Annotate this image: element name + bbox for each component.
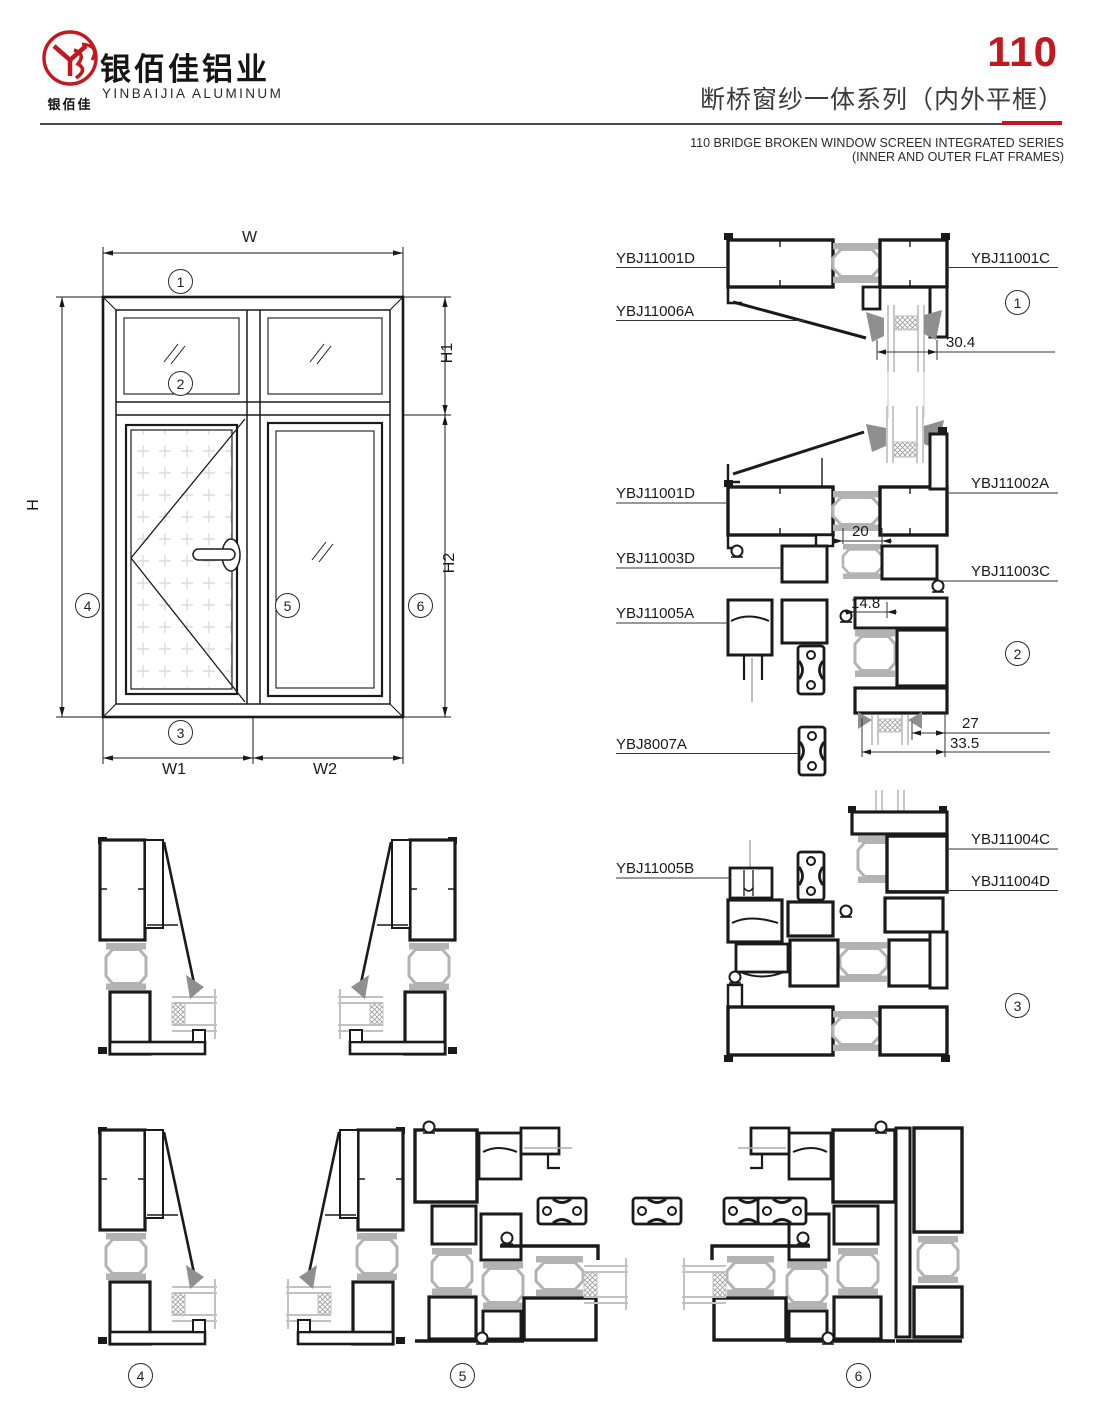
section-5-detail xyxy=(286,1122,683,1345)
part-label: YBJ11003C xyxy=(971,563,1050,580)
company-name-en: YINBAIJIA ALUMINUM xyxy=(102,86,284,101)
elevation-marker-5: 5 xyxy=(275,593,300,618)
part-label: YBJ11005A xyxy=(616,605,695,622)
section-marker-6: 6 xyxy=(846,1363,871,1388)
jamb-section-right xyxy=(338,837,457,1054)
dim-value: 30.4 xyxy=(946,334,976,351)
header-rule-accent xyxy=(1002,121,1062,125)
section-4-detail xyxy=(98,1127,217,1344)
dim-label-w: W xyxy=(242,229,258,246)
dim-value: 33.5 xyxy=(950,735,980,752)
section-2-detail xyxy=(724,406,1050,777)
series-title-cn: 断桥窗纱一体系列（内外平框） xyxy=(699,86,1064,114)
company-logo xyxy=(38,26,106,99)
window-elevation xyxy=(56,247,451,764)
dim-label-h: H xyxy=(24,499,42,511)
part-label: YBJ11005B xyxy=(616,860,695,877)
part-label: YBJ11001D xyxy=(616,485,695,502)
part-label: YBJ11004C xyxy=(971,831,1050,848)
series-subtitle-line2: (INNER AND OUTER FLAT FRAMES) xyxy=(851,149,1064,164)
dim-value: 27 xyxy=(962,715,979,732)
logo-monogram-icon xyxy=(42,30,98,86)
dim-label-w1: W1 xyxy=(162,761,186,778)
header-rule xyxy=(40,123,1062,125)
part-label: YBJ11001D xyxy=(616,250,695,267)
part-label: YBJ11003D xyxy=(616,550,695,567)
section-marker-2: 2 xyxy=(1005,641,1030,666)
section-1-detail xyxy=(724,233,1055,418)
part-label: YBJ11001C xyxy=(971,250,1050,267)
logo-caption: 银佰佳 xyxy=(47,97,93,112)
section-marker-5: 5 xyxy=(450,1363,475,1388)
elevation-marker-4: 4 xyxy=(75,593,100,618)
section-3-detail xyxy=(724,790,950,1062)
section-marker-1: 1 xyxy=(1005,290,1030,315)
elevation-marker-6: 6 xyxy=(408,593,433,618)
series-number: 110 xyxy=(987,28,1058,75)
dim-label-w2: W2 xyxy=(313,761,337,778)
dim-value: 14.8 xyxy=(851,595,881,612)
company-name-cn: 银佰佳铝业 xyxy=(100,52,270,87)
elevation-marker-1: 1 xyxy=(168,269,193,294)
dim-label-h1: H1 xyxy=(439,342,457,364)
dim-label-h2: H2 xyxy=(441,552,459,574)
elevation-marker-2: 2 xyxy=(168,371,193,396)
series-subtitle-en: 110 BRIDGE BROKEN WINDOW SCREEN INTEGRAT… xyxy=(690,136,1064,164)
section-6-detail xyxy=(682,1122,964,1345)
section-marker-3: 3 xyxy=(1005,993,1030,1018)
label-leader-lines xyxy=(616,266,1058,892)
part-label: YBJ8007A xyxy=(616,736,687,753)
jamb-section-left xyxy=(98,837,217,1054)
part-label: YBJ11002A xyxy=(971,475,1050,492)
part-label: YBJ11004D xyxy=(971,873,1050,890)
elevation-marker-3: 3 xyxy=(168,720,193,745)
dim-value: 20 xyxy=(852,523,869,540)
series-subtitle-line1: 110 BRIDGE BROKEN WINDOW SCREEN INTEGRAT… xyxy=(690,136,1064,150)
part-label: YBJ11006A xyxy=(616,303,695,320)
section-marker-4: 4 xyxy=(128,1363,153,1388)
